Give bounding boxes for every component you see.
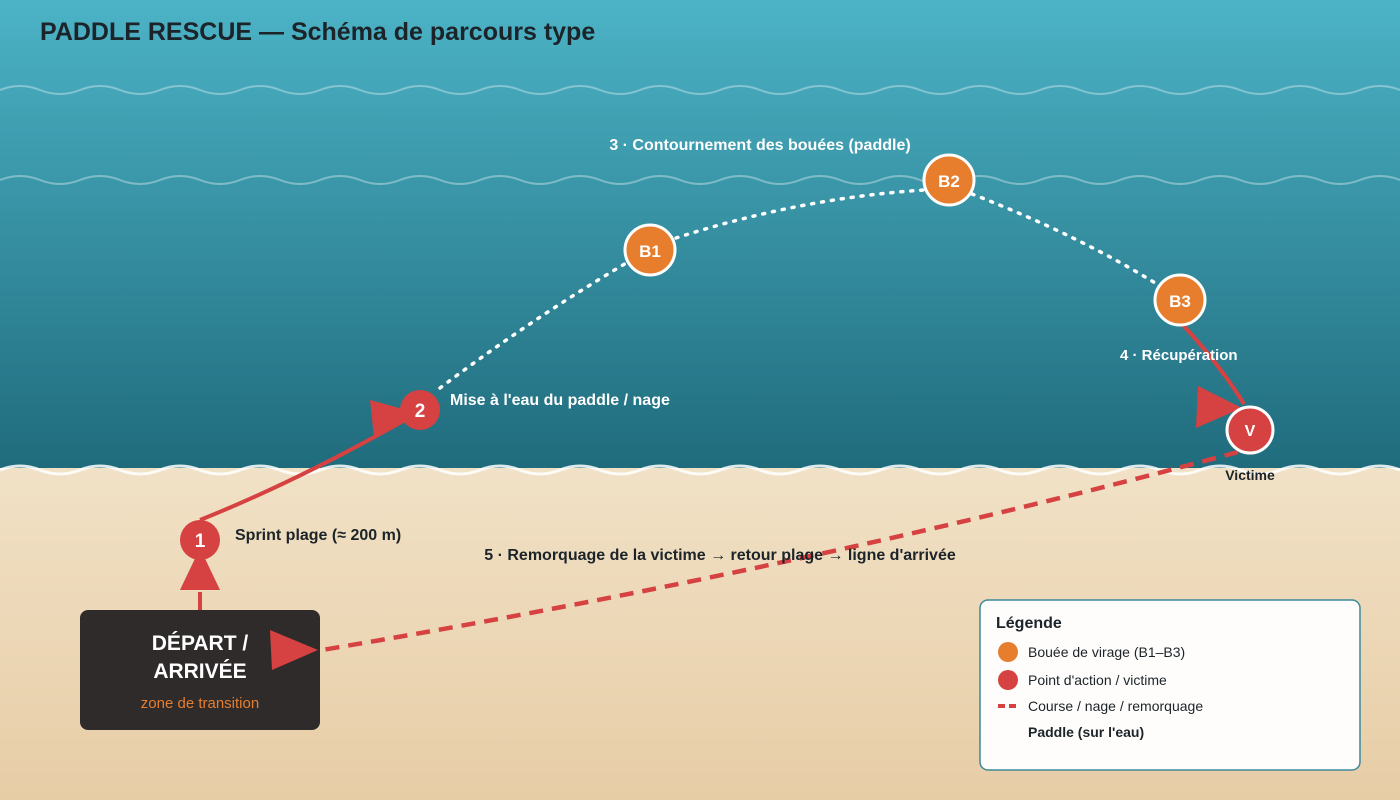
buoy-b1 bbox=[623, 223, 677, 277]
buoy-b2-label: B2 bbox=[938, 172, 960, 191]
start-box-line1: DÉPART / bbox=[152, 632, 249, 655]
buoy-b1-label: B1 bbox=[639, 242, 661, 261]
action-point-2-label: 2 bbox=[415, 401, 426, 422]
legend-box bbox=[979, 599, 1361, 771]
start-finish-box bbox=[80, 610, 320, 730]
buoy-b3 bbox=[1153, 273, 1207, 327]
recovery-path bbox=[1180, 322, 1246, 406]
buoy-b3-label: B3 bbox=[1169, 292, 1191, 311]
diagram-title: PADDLE RESCUE — Schéma de parcours type bbox=[40, 18, 595, 46]
start-box-subtitle: zone de transition bbox=[141, 695, 259, 712]
start-box-line2: ARRIVÉE bbox=[153, 660, 246, 683]
paddle-path-2-b1 bbox=[438, 260, 630, 390]
arrowhead-victim bbox=[1196, 386, 1242, 428]
legend-action-label: Point d'action / victime bbox=[1028, 672, 1167, 688]
sprint-path bbox=[199, 414, 413, 522]
legend-buoy-label: Bouée de virage (B1–B3) bbox=[1028, 644, 1185, 660]
towing-path bbox=[321, 449, 1239, 653]
legend-title: Légende bbox=[996, 615, 1062, 632]
action-point-2 bbox=[400, 390, 440, 430]
buoy-rounding-label: 3 · Contournement des bouées (paddle) bbox=[609, 137, 910, 154]
towing-label: 5 · Remorquage de la victime → retour pl… bbox=[484, 547, 956, 564]
buoy-b2 bbox=[922, 153, 976, 207]
arrowhead-up-point1 bbox=[180, 548, 220, 590]
legend-course-label: Course / nage / remorquage bbox=[1028, 698, 1203, 714]
wave-line-top bbox=[0, 85, 1400, 95]
wave-line-middle bbox=[0, 175, 1400, 185]
action-point-1 bbox=[180, 520, 220, 560]
paddle-path-b2-b3 bbox=[970, 192, 1162, 288]
victim-caption: Victime bbox=[1225, 467, 1275, 483]
legend-paddle-label: Paddle (sur l'eau) bbox=[1028, 724, 1144, 740]
legend-action-swatch bbox=[998, 670, 1018, 690]
action-point-1-label: 1 bbox=[195, 531, 206, 552]
arrowhead-finish bbox=[270, 630, 318, 670]
victim-point bbox=[1225, 405, 1275, 455]
legend-buoy-swatch bbox=[998, 642, 1018, 662]
sprint-label: Sprint plage (≈ 200 m) bbox=[235, 527, 401, 544]
paddle-path-b1-b2 bbox=[674, 188, 926, 240]
water-area bbox=[0, 0, 1400, 472]
victim-point-label: V bbox=[1245, 423, 1256, 440]
recovery-label: 4 · Récupération bbox=[1120, 347, 1238, 364]
water-entry-label: Mise à l'eau du paddle / nage bbox=[450, 392, 670, 409]
